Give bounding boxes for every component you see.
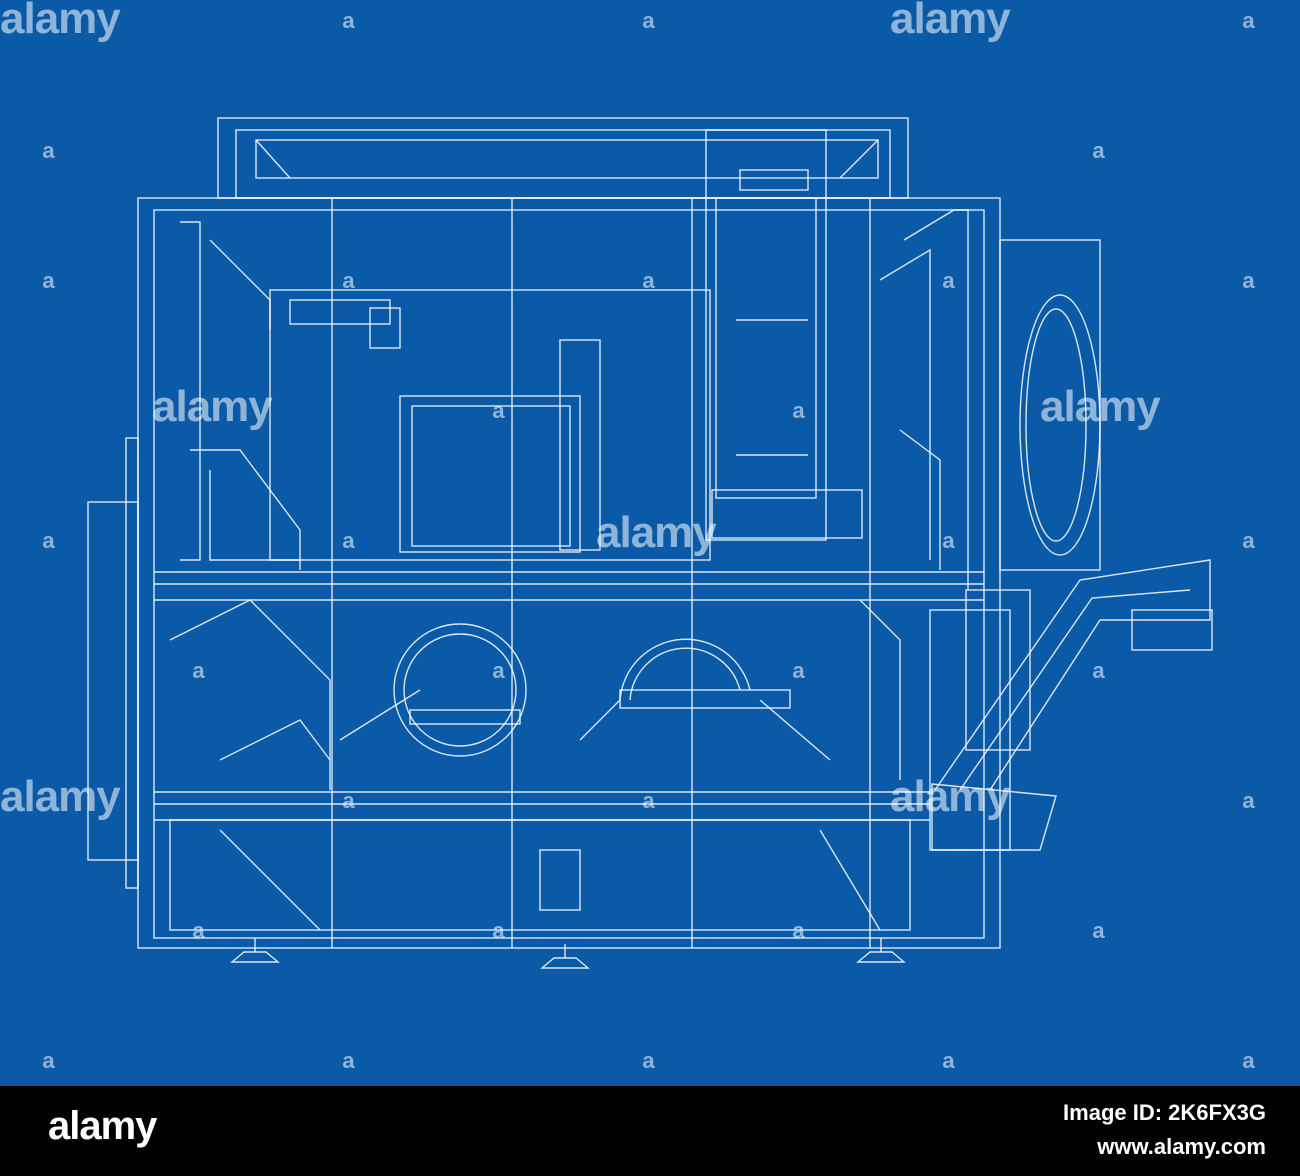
feeder-tower	[705, 129, 827, 541]
watermark-icon: a	[1242, 1048, 1254, 1073]
watermark-icon: a	[1092, 138, 1104, 163]
output-tray	[931, 783, 1057, 851]
watermark-icon: a	[1242, 528, 1254, 553]
brand-logo: alamy	[48, 1104, 157, 1148]
watermark-icon: a	[942, 1048, 954, 1073]
watermark-text: alamy	[890, 772, 1011, 821]
watermark-icon: a	[42, 138, 54, 163]
watermark-icon: a	[1242, 268, 1254, 293]
watermark-icon: a	[342, 788, 354, 813]
watermark-text: alamy	[1040, 382, 1161, 431]
site-url: www.alamy.com	[1097, 1134, 1266, 1159]
watermark-text: alamy	[0, 0, 121, 43]
conveyor-chute	[934, 559, 1211, 791]
watermark-icon: a	[1242, 788, 1254, 813]
watermark-icon: a	[642, 1048, 654, 1073]
watermark-text: alamy	[0, 772, 121, 821]
watermark-icon: a	[342, 268, 354, 293]
watermark-icon: a	[792, 398, 804, 423]
foot-center	[540, 957, 590, 969]
watermark-icon: a	[342, 1048, 354, 1073]
watermark-icon: a	[792, 658, 804, 683]
watermark-icon: a	[1092, 658, 1104, 683]
machine-wireframe-drawing	[87, 117, 1213, 969]
watermark-icon: a	[942, 528, 954, 553]
upper-chamber	[269, 289, 711, 561]
watermark-text: alamy	[152, 382, 273, 431]
watermark-icon: a	[42, 528, 54, 553]
watermark-icon: a	[342, 528, 354, 553]
watermark-icon: a	[1092, 918, 1104, 943]
watermark-icon: a	[492, 918, 504, 943]
watermark-icon: a	[492, 658, 504, 683]
watermark-icon: a	[42, 1048, 54, 1073]
foot-right	[856, 951, 906, 963]
watermark-icon: a	[192, 918, 204, 943]
watermark-icon: a	[642, 268, 654, 293]
watermark-icon: a	[492, 398, 504, 423]
watermark-icon: a	[642, 788, 654, 813]
lower-ring-left	[393, 623, 527, 757]
image-id: Image ID: 2K6FX3G	[1063, 1100, 1266, 1125]
foot-left	[230, 951, 280, 963]
watermark-text: alamy	[596, 508, 717, 557]
watermark-icon: a	[192, 658, 204, 683]
watermark-text: alamy	[890, 0, 1011, 43]
watermark-icon: a	[642, 8, 654, 33]
wireframe-image: a a a a a a a a a a a a a a a a a a a a …	[0, 0, 1300, 1086]
watermark-icon: a	[942, 268, 954, 293]
watermark-icon: a	[342, 8, 354, 33]
stock-footer: alamy Image ID: 2K6FX3G www.alamy.com	[0, 1086, 1300, 1176]
watermark-icon: a	[42, 268, 54, 293]
watermark-icon: a	[1242, 8, 1254, 33]
watermark-icon: a	[792, 918, 804, 943]
